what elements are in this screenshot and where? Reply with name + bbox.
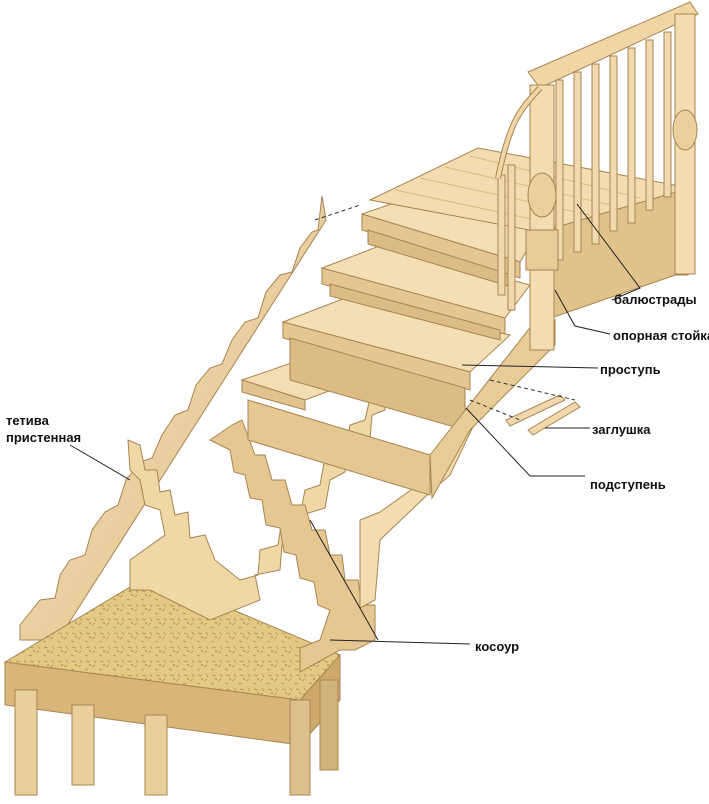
label-riser: подступень (590, 477, 666, 492)
leader-tread (461, 364, 599, 369)
label-balustrade: балюстрады (614, 292, 697, 307)
label-wall-string-line2: пристенная (6, 430, 82, 445)
leader-support-post (554, 289, 611, 335)
label-stringer: косоур (475, 639, 520, 654)
steps (281, 193, 556, 500)
balustrade (495, 1, 699, 351)
leader-lines (69, 203, 641, 645)
leader-wall-string (69, 444, 131, 481)
leader-stringer-b (329, 639, 471, 645)
label-tread: проступь (600, 362, 661, 377)
label-wall-string-line1: тетива (6, 413, 49, 428)
leader-stringer-a (309, 519, 379, 641)
label-plug: заглушка (592, 422, 651, 437)
leader-balustrade (576, 203, 641, 301)
leader-riser (465, 407, 585, 477)
lower-platform (3, 574, 341, 796)
label-support-post: опорная стойка (613, 328, 709, 343)
plug-pieces (314, 204, 581, 436)
wall-string (19, 195, 327, 641)
